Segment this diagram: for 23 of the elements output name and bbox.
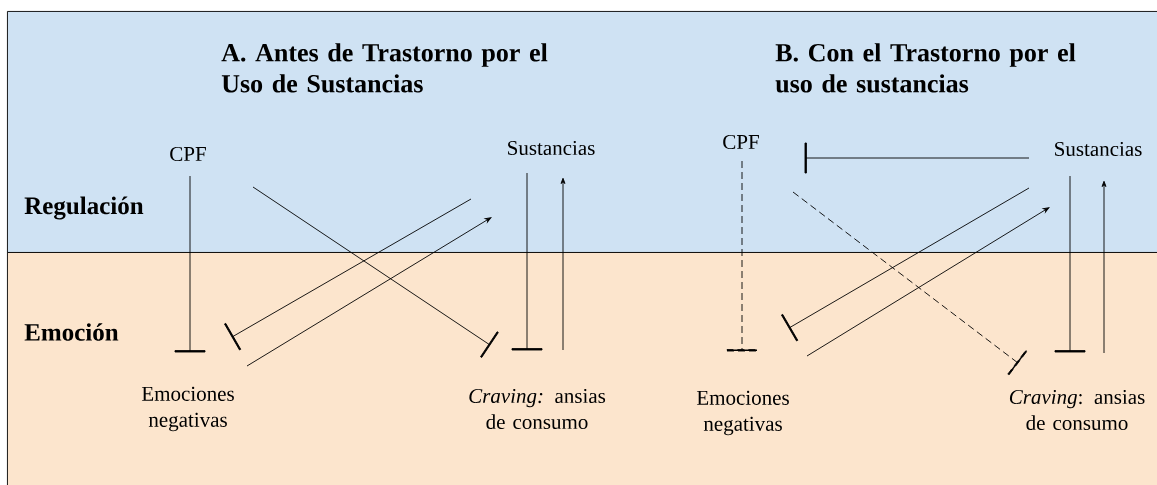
arrow <box>806 207 1050 357</box>
inhibition-line <box>174 175 206 353</box>
inhibition-line <box>252 186 499 358</box>
arrow <box>1101 180 1107 354</box>
term-label: Sustancias <box>1055 141 1142 157</box>
inhibition-line <box>792 191 1028 376</box>
panel-title: B. Con el Trastorno por el uso de sustancias <box>775 43 1076 93</box>
arrow <box>246 217 492 367</box>
term-label: Craving: ansias de consumo <box>469 388 606 430</box>
inhibition-line <box>511 172 543 351</box>
arrow <box>560 177 566 351</box>
inhibition-line <box>726 160 758 352</box>
term-label: Emociones negativas <box>141 386 234 432</box>
term-label: CPF <box>170 146 206 162</box>
term-label: CPF <box>723 134 759 150</box>
inhibition-line <box>1054 175 1086 353</box>
inhibition-line <box>804 142 1030 174</box>
term-label: Craving: ansias de consumo <box>1009 389 1145 431</box>
term-label: Sustancias <box>508 140 595 156</box>
term-label: Emociones negativas <box>696 390 789 436</box>
inhibition-line <box>781 187 1030 342</box>
inhibition-line <box>224 198 472 351</box>
panel-title: A. Antes de Trastorno por el Uso de Sustancias <box>221 43 548 93</box>
